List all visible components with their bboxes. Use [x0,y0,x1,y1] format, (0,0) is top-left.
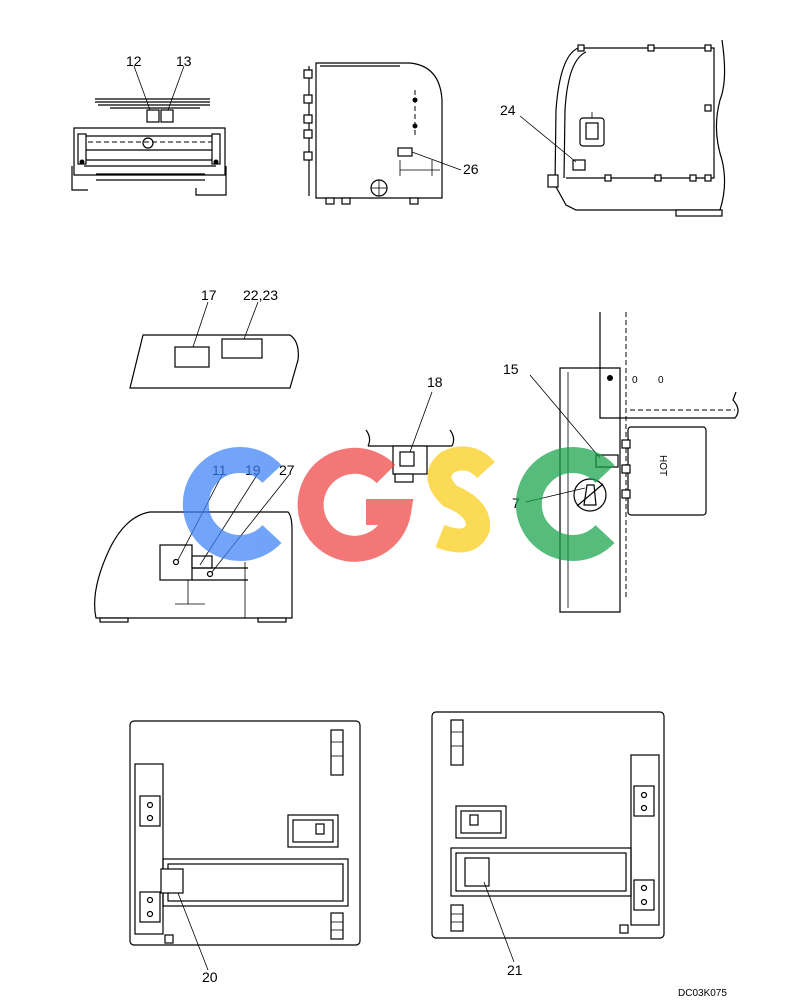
dial-mark-1: 0 [632,375,638,386]
callout-27: 27 [279,462,295,478]
watermark-logo [182,446,615,562]
view-side-housing: 26 [303,62,479,205]
callout-21: 21 [507,962,523,978]
view-bottom-right-panel: 21 [431,711,665,978]
view-label-18-part: 18 [365,374,455,483]
callout-18: 18 [427,374,443,390]
callout-24: 24 [500,102,516,118]
watermark-letter-c2 [515,447,615,561]
watermark-letter-g [297,447,414,562]
watermark-letter-c1 [182,447,282,561]
callout-20: 20 [202,969,218,985]
callout-22-23: 22,23 [243,287,278,303]
view-front-frame: 12 13 [71,53,227,196]
callout-17: 17 [201,287,217,303]
watermark-letter-s [427,446,495,553]
switch-panel-text: HOT [657,455,668,476]
view-panel-top-labels: 17 22,23 [129,287,299,389]
dial-mark-2: 0 [658,375,664,386]
callout-13: 13 [176,53,192,69]
callout-15: 15 [503,361,519,377]
view-bottom-left-panel: 20 [129,720,361,985]
view-cab-rear: 24 [500,39,726,217]
drawing-code: DC03K075 [678,988,727,999]
callout-12: 12 [126,53,142,69]
callout-26: 26 [463,161,479,177]
view-switch-panel: 0 0 HOT 15 7 [503,312,739,613]
